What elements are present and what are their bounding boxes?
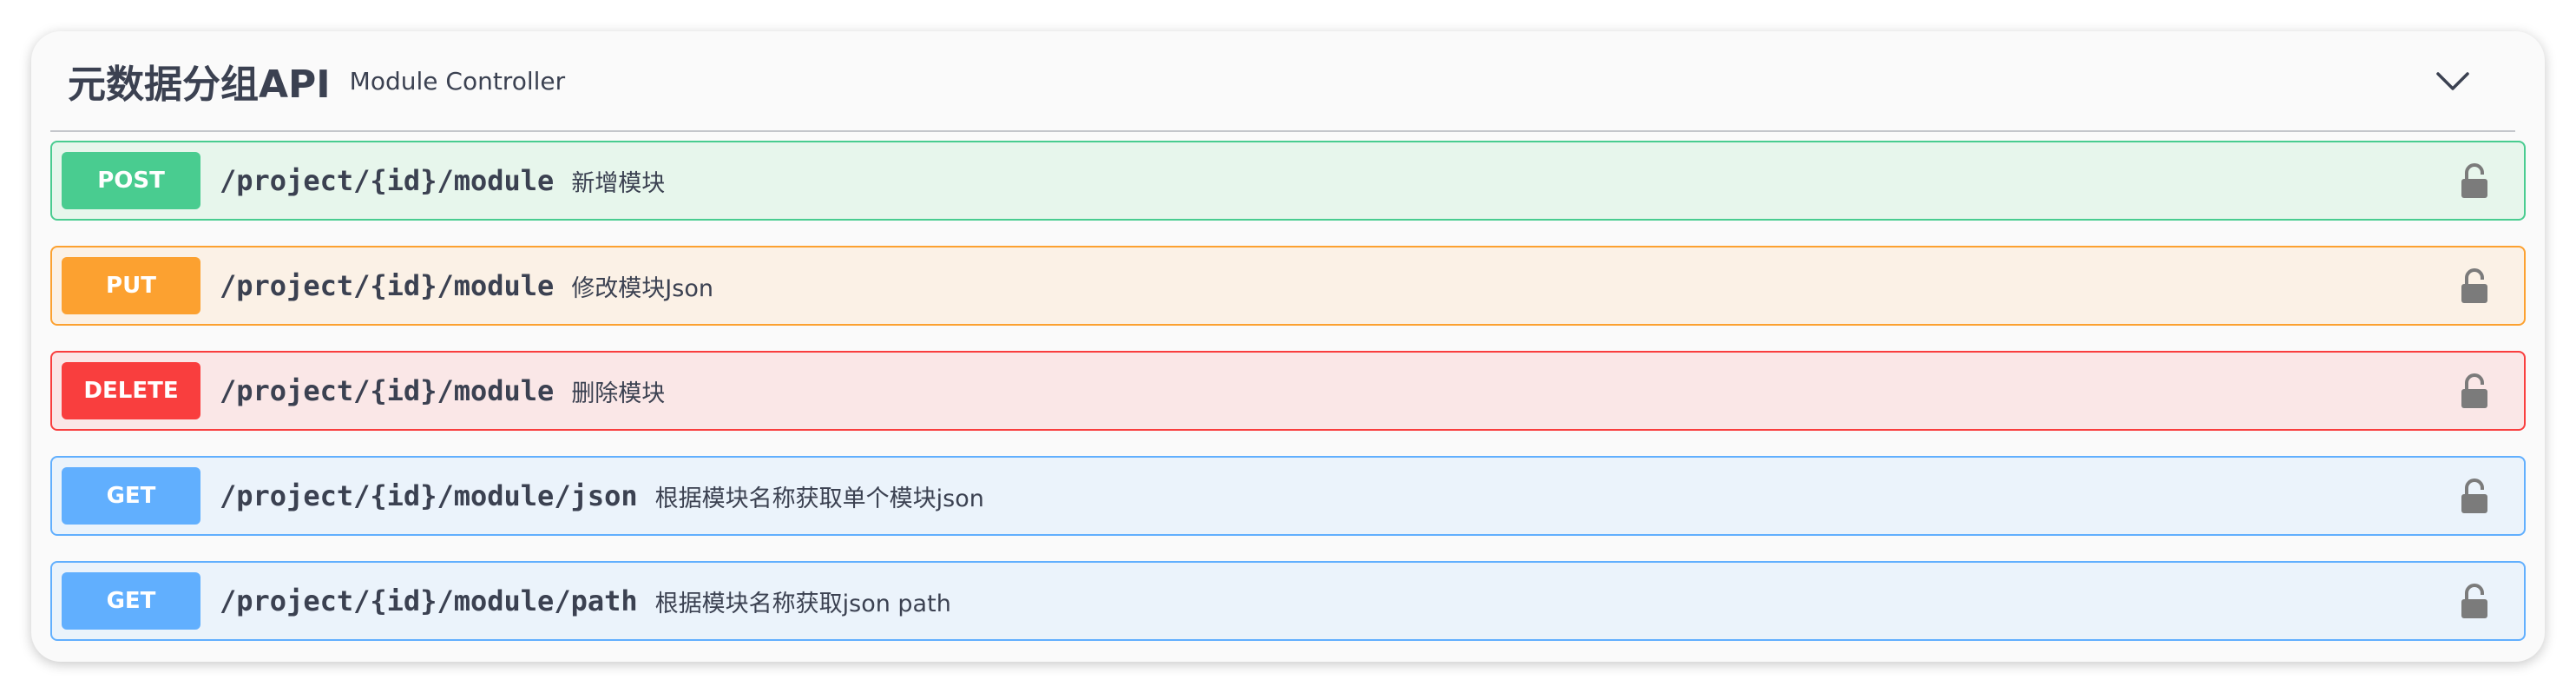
operation-path: /project/{id}/module/path bbox=[220, 584, 638, 617]
unlocked-icon[interactable] bbox=[2460, 584, 2489, 620]
operation-path: /project/{id}/module bbox=[220, 374, 555, 407]
operation-summary: 修改模块Json bbox=[571, 274, 713, 302]
unlocked-icon[interactable] bbox=[2460, 373, 2489, 410]
operation-path: /project/{id}/module/json bbox=[220, 479, 638, 512]
tag-title: 元数据分组API bbox=[68, 63, 331, 107]
chevron-down-icon[interactable] bbox=[2432, 64, 2474, 99]
unlocked-icon[interactable] bbox=[2460, 268, 2489, 305]
operation-post-module[interactable]: POST /project/{id}/module 新增模块 bbox=[50, 141, 2526, 221]
operations-list: POST /project/{id}/module 新增模块 PUT /proj… bbox=[50, 141, 2526, 666]
operation-summary: 根据模块名称获取单个模块json bbox=[654, 485, 984, 512]
method-badge: POST bbox=[62, 152, 200, 209]
method-badge: PUT bbox=[62, 257, 200, 314]
operation-get-module-path[interactable]: GET /project/{id}/module/path 根据模块名称获取js… bbox=[50, 561, 2526, 641]
operation-get-module-json[interactable]: GET /project/{id}/module/json 根据模块名称获取单个… bbox=[50, 456, 2526, 536]
tag-section: 元数据分组API Module Controller POST /project… bbox=[31, 31, 2545, 662]
operation-path: /project/{id}/module bbox=[220, 269, 555, 302]
operation-summary: 根据模块名称获取json path bbox=[654, 590, 951, 617]
tag-header[interactable]: 元数据分组API Module Controller bbox=[50, 31, 2515, 132]
method-badge: GET bbox=[62, 572, 200, 630]
method-badge: GET bbox=[62, 467, 200, 525]
operation-summary: 删除模块 bbox=[571, 380, 666, 407]
unlocked-icon[interactable] bbox=[2460, 163, 2489, 200]
tag-description: Module Controller bbox=[349, 66, 566, 96]
operation-path: /project/{id}/module bbox=[220, 164, 555, 197]
method-badge: DELETE bbox=[62, 362, 200, 419]
operation-summary: 新增模块 bbox=[571, 169, 666, 197]
unlocked-icon[interactable] bbox=[2460, 478, 2489, 515]
operation-delete-module[interactable]: DELETE /project/{id}/module 删除模块 bbox=[50, 351, 2526, 431]
operation-put-module[interactable]: PUT /project/{id}/module 修改模块Json bbox=[50, 246, 2526, 326]
